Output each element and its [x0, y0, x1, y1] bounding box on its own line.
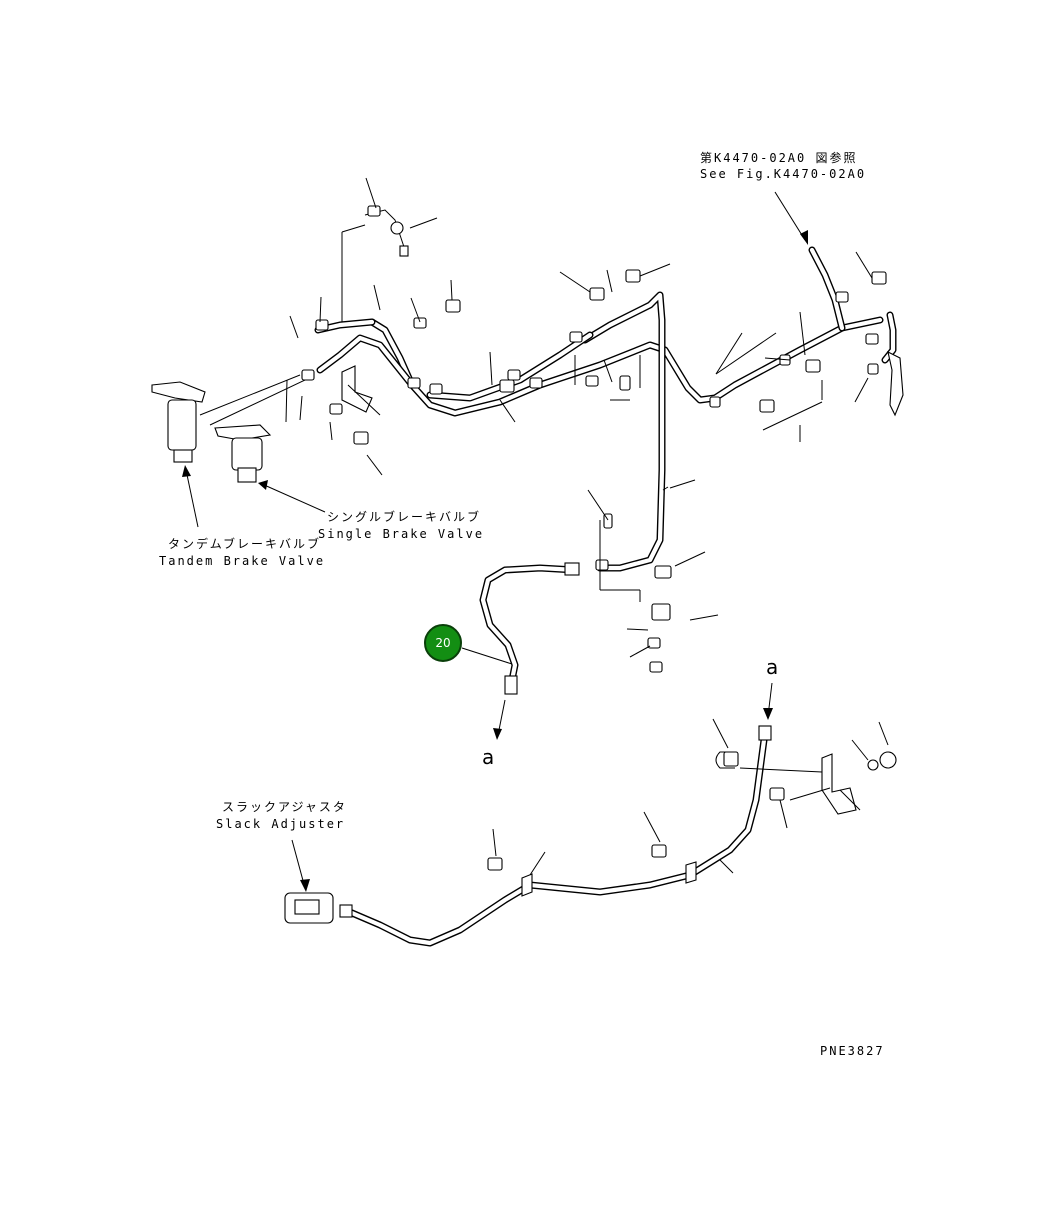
- bolt-fitting: [595, 559, 609, 571]
- bolt-fitting: [353, 431, 369, 445]
- part-callout-20[interactable]: 20: [424, 624, 462, 662]
- bolt-fitting: [569, 331, 583, 343]
- leader-line: [289, 315, 299, 339]
- leader-lines: [285, 177, 889, 876]
- bolt-fitting: [871, 271, 887, 285]
- bolt-fitting: [651, 844, 667, 858]
- bolt-fitting: [654, 565, 672, 579]
- leader-line: [715, 332, 743, 375]
- leader-line: [764, 357, 791, 361]
- leader-line: [341, 224, 366, 233]
- bolt-fitting: [867, 363, 879, 375]
- bolt-fitting: [407, 377, 421, 389]
- brake-valves: [151, 381, 272, 483]
- bolt-fitting: [835, 291, 849, 303]
- leader-line: [410, 297, 421, 323]
- bolt-fitting: [367, 205, 381, 217]
- slack-adjuster-label-jp: スラックアジャスタ: [222, 800, 347, 814]
- leader-line: [489, 351, 493, 386]
- bolt-fitting: [301, 369, 315, 381]
- leader-line: [606, 269, 613, 293]
- leader-line: [799, 311, 806, 356]
- leader-line: [854, 377, 869, 403]
- leader-line: [492, 828, 497, 857]
- leader-line: [603, 359, 613, 383]
- leader-line: [329, 421, 333, 441]
- leader-line: [639, 263, 671, 277]
- bolt-fitting: [589, 287, 605, 301]
- leader-line: [529, 851, 546, 876]
- leader-line: [643, 811, 661, 843]
- lower-brake-lines: [284, 682, 897, 947]
- leader-line: [689, 614, 719, 621]
- bolt-fitting: [759, 399, 775, 413]
- bolt-fitting: [487, 857, 503, 871]
- leader-line: [669, 479, 696, 489]
- flexible-hose: [461, 562, 580, 740]
- leader-line: [285, 379, 288, 423]
- leader-line: [626, 628, 649, 631]
- leader-line: [409, 217, 438, 229]
- bolt-fitting: [805, 359, 821, 373]
- leader-line: [499, 399, 516, 423]
- leader-line: [712, 718, 729, 749]
- bolt-fitting: [709, 396, 721, 408]
- leader-line: [851, 739, 869, 761]
- leader-line: [365, 177, 377, 209]
- connector-a-lower: a: [482, 745, 495, 769]
- bolt-fitting: [529, 377, 543, 389]
- bolt-fitting: [865, 333, 879, 345]
- leader-line: [855, 251, 873, 279]
- bolt-fitting: [651, 603, 671, 621]
- single-brake-valve-label-jp: シングルブレーキバルブ: [327, 510, 482, 524]
- connector-a-upper: a: [766, 655, 779, 679]
- leader-line: [373, 284, 381, 311]
- leader-line: [762, 401, 823, 431]
- bolt-fitting: [619, 375, 631, 391]
- leader-line: [719, 859, 734, 874]
- bolt-fitting: [413, 317, 427, 329]
- bolt-fitting: [585, 375, 599, 387]
- bolt-fitting: [499, 379, 515, 393]
- bolt-fitting: [315, 319, 329, 331]
- leader-line: [450, 279, 453, 301]
- bolt-fitting: [445, 299, 461, 313]
- bolt-fitting: [329, 403, 343, 415]
- bolt-fitting: [429, 383, 443, 395]
- leader-line: [366, 454, 383, 476]
- leader-line: [662, 486, 669, 491]
- leader-line: [674, 551, 706, 567]
- leader-line: [839, 789, 861, 811]
- see-fig-label-en: See Fig.K4470-02A0: [700, 167, 867, 181]
- upper-brake-lines: [199, 209, 897, 572]
- mount-bracket: [341, 365, 373, 413]
- leader-line: [715, 332, 777, 375]
- leader-line: [878, 721, 889, 746]
- leader-line: [559, 271, 591, 293]
- part-callout-number: 20: [435, 636, 451, 650]
- leader-line: [299, 395, 303, 421]
- bolt-fitting: [723, 751, 739, 767]
- leader-line: [779, 799, 788, 829]
- leader-line: [587, 489, 609, 521]
- tandem-brake-valve-label-en: Tandem Brake Valve: [159, 554, 326, 568]
- drawing-code: PNE3827: [820, 1044, 885, 1058]
- bolt-fitting: [769, 787, 785, 801]
- bolt-fitting: [507, 369, 521, 381]
- bolt-fitting: [625, 269, 641, 283]
- tandem-brake-valve-label-jp: タンデムブレーキバルブ: [168, 537, 322, 551]
- bolt-fitting: [647, 637, 661, 649]
- bolt-fitting: [649, 661, 663, 673]
- see-fig-label-jp: 第K4470-02A0 図参照: [700, 151, 858, 165]
- leader-line: [319, 296, 322, 323]
- mount-bracket: [887, 350, 904, 417]
- slack-adjuster-label-en: Slack Adjuster: [216, 817, 346, 831]
- single-brake-valve-label-en: Single Brake Valve: [318, 527, 485, 541]
- label-arrows: [182, 191, 808, 892]
- leader-line: [347, 384, 381, 416]
- leader-line: [629, 645, 651, 658]
- fittings: [301, 205, 904, 871]
